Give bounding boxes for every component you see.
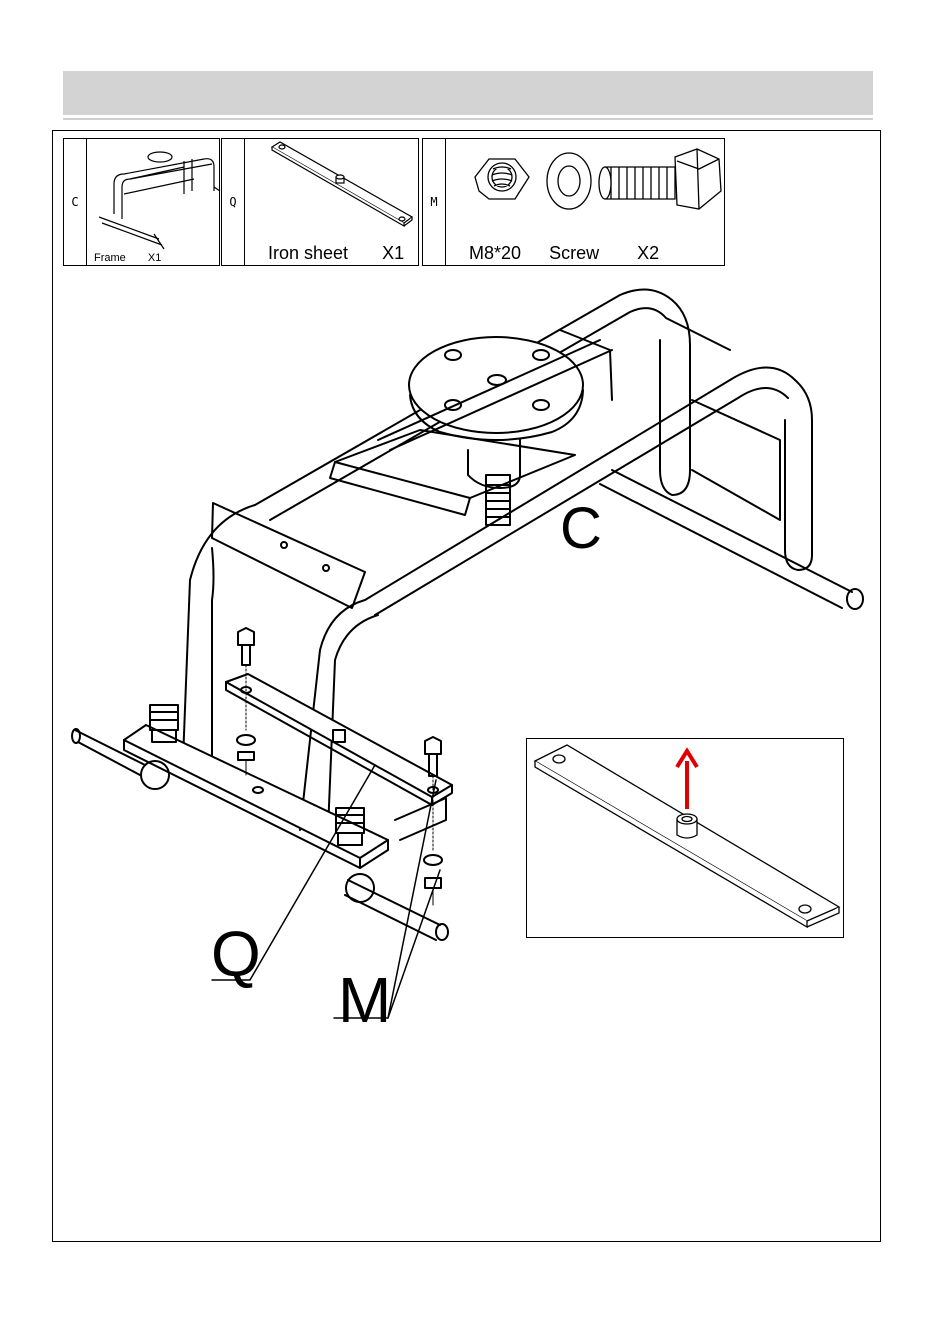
front-leg-left [183, 505, 255, 765]
iron-sheet-detail-icon [527, 739, 845, 939]
callout-label-c: C [560, 500, 602, 558]
screw-m-left [237, 628, 255, 775]
detail-inset [526, 738, 844, 938]
callout-label-q: Q [211, 922, 261, 986]
callout-label-m: M [338, 968, 391, 1032]
up-arrow-icon [677, 751, 697, 809]
screw-m-right [424, 737, 442, 905]
